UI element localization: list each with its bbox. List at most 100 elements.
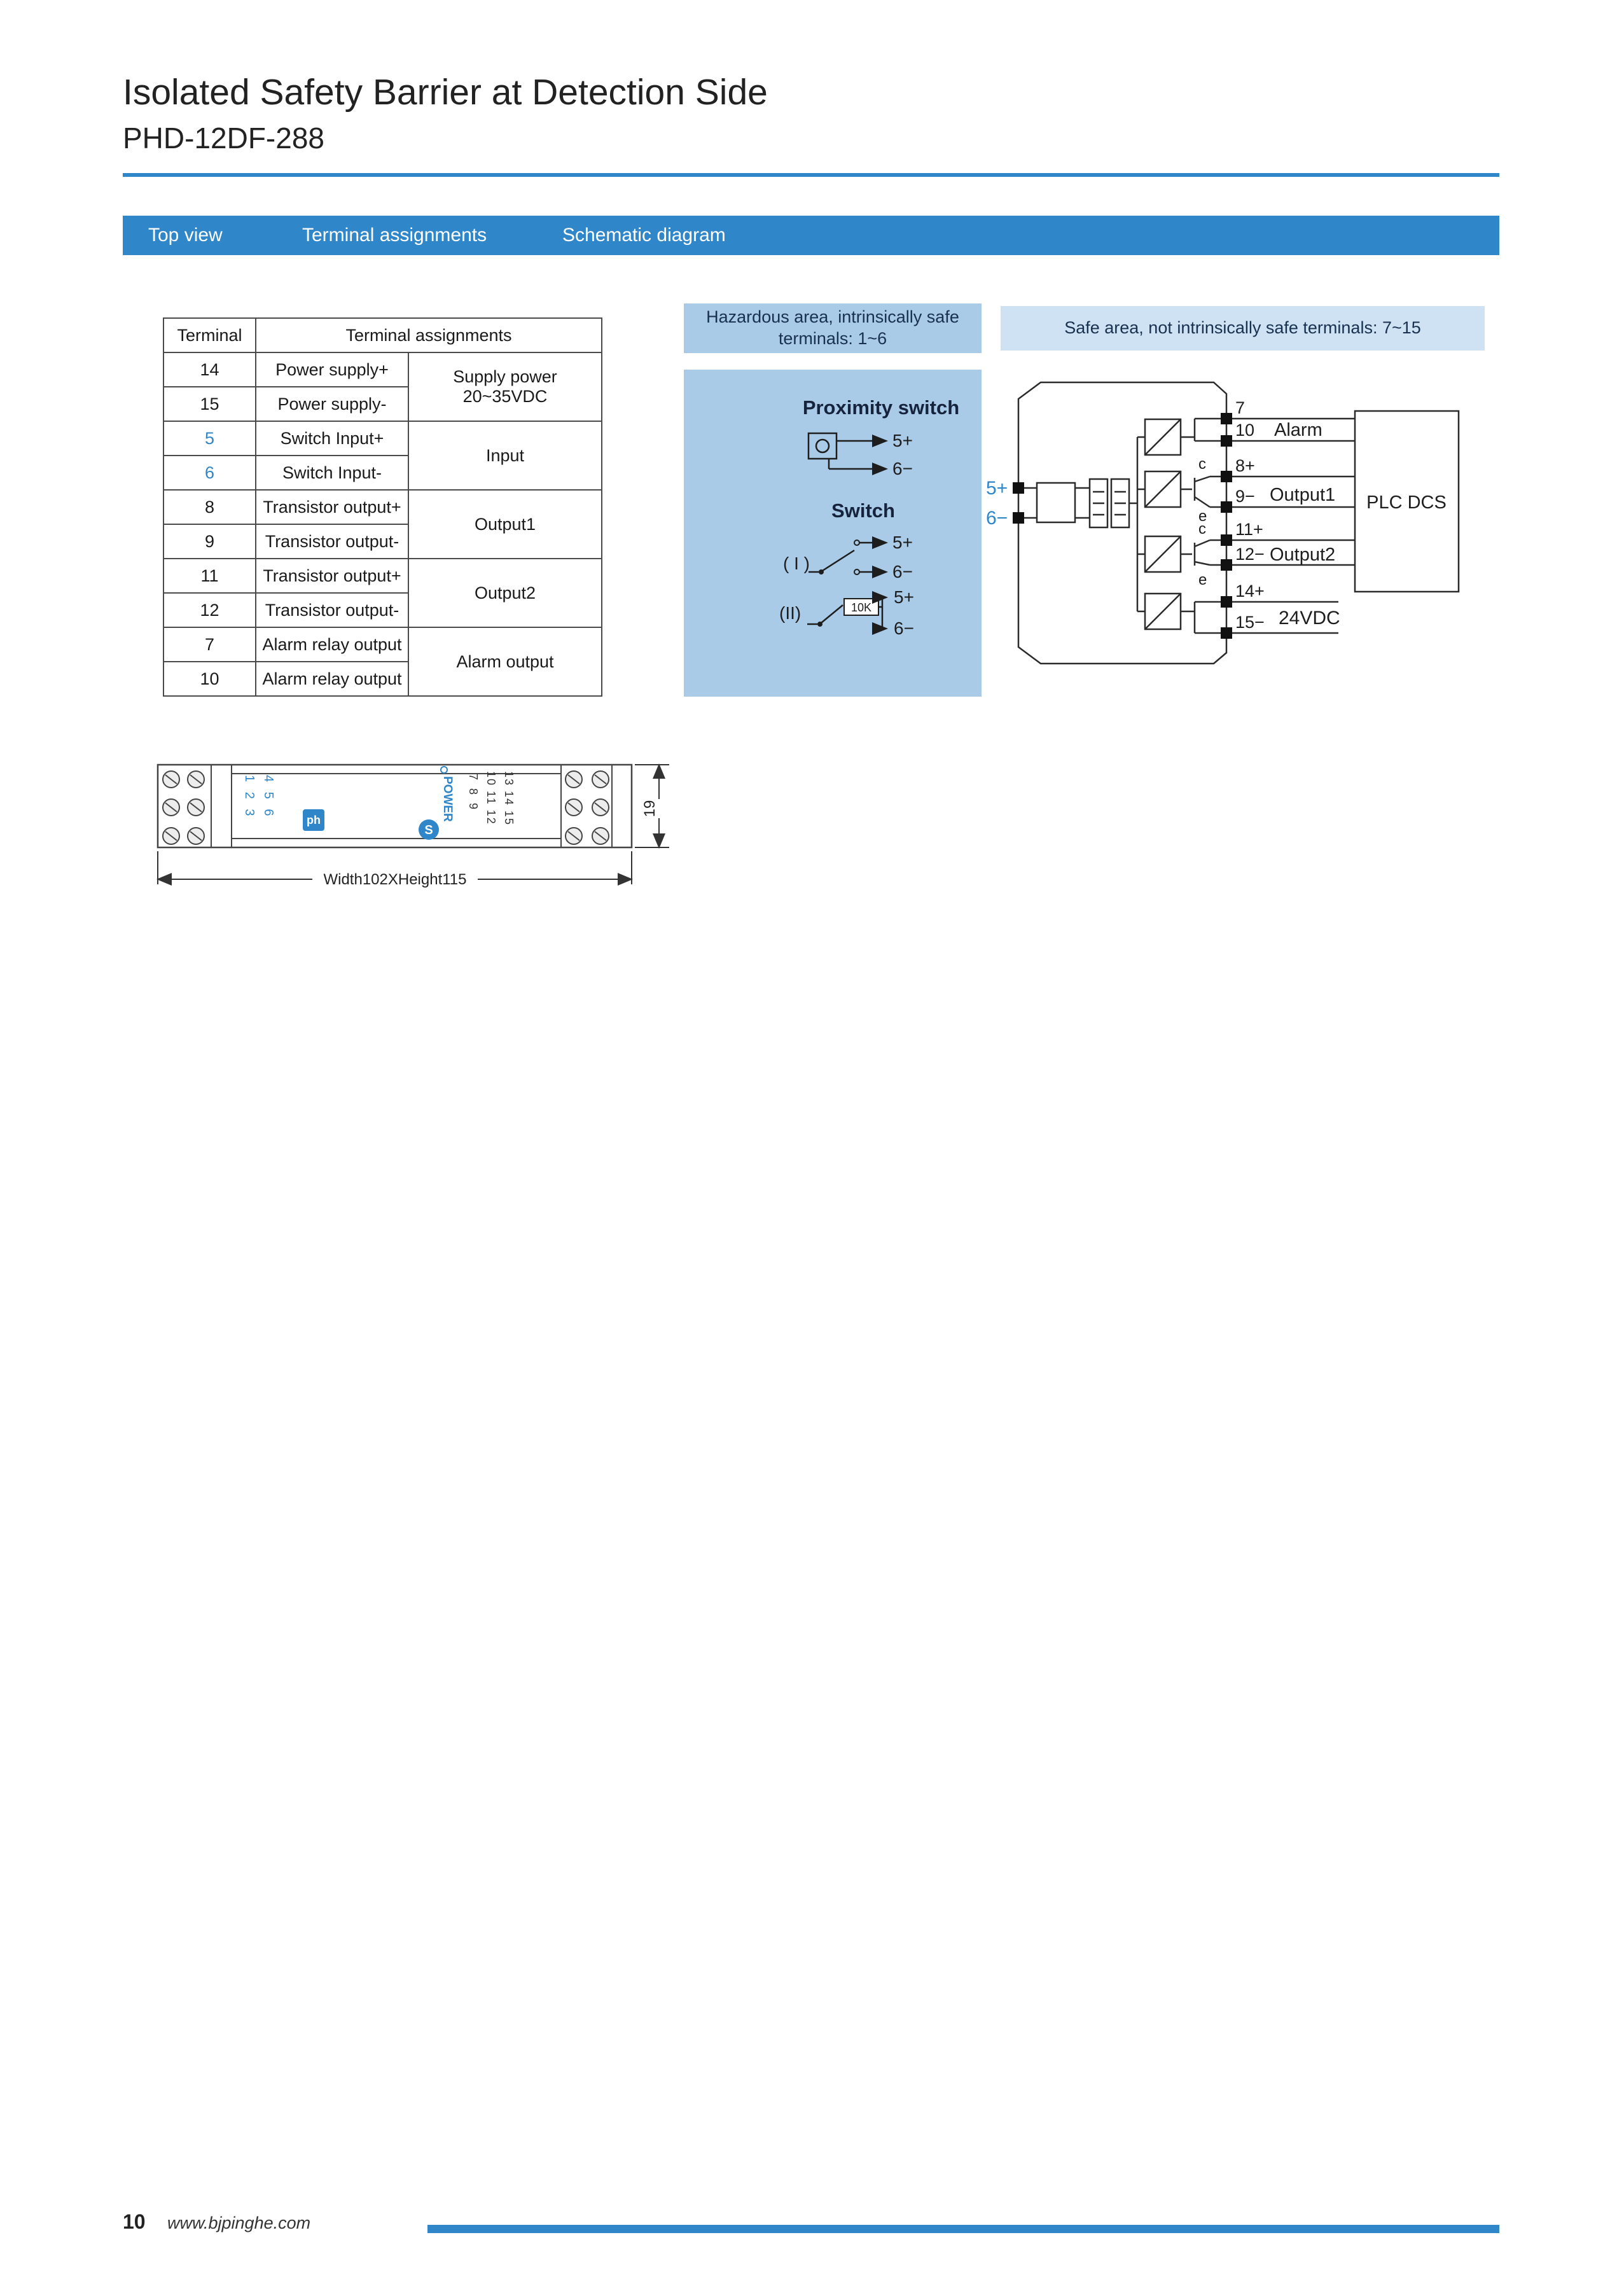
terminal-number: 14 — [163, 352, 256, 387]
switch-label: Switch — [831, 499, 895, 522]
schematic-diagram: 5+ 6− — [986, 381, 1460, 665]
table-row: 12 Transistor output- — [163, 592, 602, 628]
switch-type2-label: (II) — [779, 603, 801, 623]
terminal-screws — [162, 770, 609, 845]
terminal-10-label: 10 — [1235, 421, 1254, 440]
input-network — [1024, 436, 1145, 613]
power-led-icon — [440, 766, 448, 774]
terminal-8-label: 8+ — [1235, 456, 1255, 475]
terminal-9-label: 9− — [1235, 487, 1255, 506]
output1-transistor — [1181, 475, 1221, 508]
field-side-panel: Proximity switch 5+ 6− Switch ( I ) — [684, 370, 982, 697]
output2-transistor — [1181, 539, 1221, 566]
terminal-number: 12 — [163, 592, 256, 628]
hazardous-line1: Hazardous area, intrinsically safe — [706, 307, 959, 327]
right-terminal-numbers-2: 10 11 12 — [485, 771, 497, 825]
website-link[interactable]: www.bjpinghe.com — [167, 2213, 311, 2232]
right-terminal-numbers-1: 7 8 9 — [467, 774, 480, 812]
output2-collector-label: c — [1198, 520, 1206, 538]
group-desc-line1: Supply power — [453, 367, 557, 386]
terminal-15-label: 15− — [1235, 613, 1265, 632]
device-body — [156, 763, 633, 849]
width-dimension — [156, 851, 633, 886]
terminal-assignment: Transistor output- — [255, 524, 409, 559]
table-row: 8 Transistor output+ Output1 — [163, 489, 602, 559]
barrier-outline — [1017, 381, 1228, 665]
col-header-terminal: Terminal — [163, 317, 256, 353]
top-view-drawing: 1 2 3 4 5 6 7 8 9 10 11 12 13 14 15 POWE… — [156, 763, 669, 888]
depth-dimension-label: 19 — [641, 800, 658, 818]
resistor-value-label: 10K — [851, 601, 871, 614]
isolation-stages — [1144, 418, 1182, 630]
brand-logo-text: ph — [307, 814, 321, 826]
terminal-assignment: Switch Input+ — [255, 421, 409, 456]
terminal-number: 5 — [163, 421, 256, 456]
tab-schematic-diagram[interactable]: Schematic diagram — [562, 225, 726, 246]
group-description: Alarm output — [408, 627, 602, 697]
header-divider — [123, 173, 1499, 177]
company-logo-text: S — [424, 823, 433, 837]
safe-area-label: Safe area, not intrinsically safe termin… — [1001, 306, 1485, 351]
device-section-lines — [211, 765, 613, 847]
input-terminal-5-label: 5+ — [986, 478, 1008, 499]
switch-type2-icon — [807, 591, 888, 635]
safe-terminal-blocks — [1221, 413, 1232, 639]
terminal-table-container: Terminal Terminal assignments 14 Power s… — [163, 317, 602, 697]
table-row: 10 Alarm relay output — [163, 661, 602, 697]
terminal-number: 10 — [163, 661, 256, 697]
switch-type1-label: ( I ) — [783, 554, 810, 573]
terminal-7-label: 7 — [1235, 398, 1245, 417]
terminal-assignment: Transistor output+ — [255, 489, 409, 525]
terminal-assignment: Transistor output+ — [255, 558, 409, 594]
terminal-assignment: Transistor output- — [255, 592, 409, 628]
tab-terminal-assignments[interactable]: Terminal assignments — [302, 225, 487, 246]
input-terminal-6-label: 6− — [986, 508, 1008, 529]
terminal-assignment: Switch Input- — [255, 455, 409, 491]
field-side-diagram: Proximity switch 5+ 6− Switch ( I ) — [779, 396, 959, 638]
tab-bar: Top view Terminal assignments Schematic … — [123, 216, 1499, 255]
terminal-block-6 — [1013, 512, 1024, 524]
prox-terminal-6: 6− — [892, 459, 913, 478]
hazardous-area-label: Hazardous area, intrinsically safe termi… — [684, 303, 982, 353]
plc-dcs-label: PLC DCS — [1366, 492, 1447, 513]
tab-top-view[interactable]: Top view — [148, 225, 223, 246]
sw2-terminal-5: 5+ — [894, 587, 914, 607]
group-description: Output1 — [408, 489, 602, 559]
depth-dimension — [635, 763, 669, 849]
footer-divider — [427, 2225, 1499, 2233]
terminal-12-label: 12− — [1235, 545, 1265, 564]
plc-dcs-box — [1354, 410, 1460, 593]
sw1-terminal-5: 5+ — [892, 533, 913, 552]
terminal-assignment: Alarm relay output — [255, 661, 409, 697]
width-dimension-label: Width102XHeight115 — [323, 871, 466, 888]
output1-channel-label: Output1 — [1270, 485, 1335, 505]
proximity-switch-label: Proximity switch — [803, 396, 959, 419]
terminal-assignment: Alarm relay output — [255, 627, 409, 662]
table-row: 15 Power supply- — [163, 386, 602, 422]
sw2-terminal-6: 6− — [894, 618, 914, 638]
output1-emitter-label: e — [1198, 508, 1207, 525]
model-number: PHD-12DF-288 — [123, 122, 324, 155]
terminal-assignment: Power supply- — [255, 386, 409, 422]
sw1-terminal-6: 6− — [892, 562, 913, 581]
switch-type1-icon — [809, 536, 888, 578]
group-description: Supply power 20~35VDC — [408, 352, 602, 422]
table-row: 6 Switch Input- — [163, 455, 602, 491]
terminal-number: 9 — [163, 524, 256, 559]
terminal-number: 11 — [163, 558, 256, 594]
brand-logo-badge — [303, 809, 324, 831]
hazardous-line2: terminals: 1~6 — [778, 329, 887, 348]
prox-terminal-5: 5+ — [892, 431, 913, 450]
alarm-channel-label: Alarm — [1274, 420, 1322, 440]
terminal-block-5 — [1013, 482, 1024, 494]
power-channel — [1181, 601, 1221, 634]
safe-side-wiring — [1232, 417, 1355, 634]
left-terminal-numbers-1: 1 2 3 — [242, 775, 256, 819]
terminal-number: 8 — [163, 489, 256, 525]
terminal-number: 7 — [163, 627, 256, 662]
output2-channel-label: Output2 — [1270, 545, 1335, 565]
terminal-14-label: 14+ — [1235, 581, 1265, 601]
supply-voltage-label: 24VDC — [1279, 608, 1340, 629]
page-title: Isolated Safety Barrier at Detection Sid… — [123, 72, 768, 113]
